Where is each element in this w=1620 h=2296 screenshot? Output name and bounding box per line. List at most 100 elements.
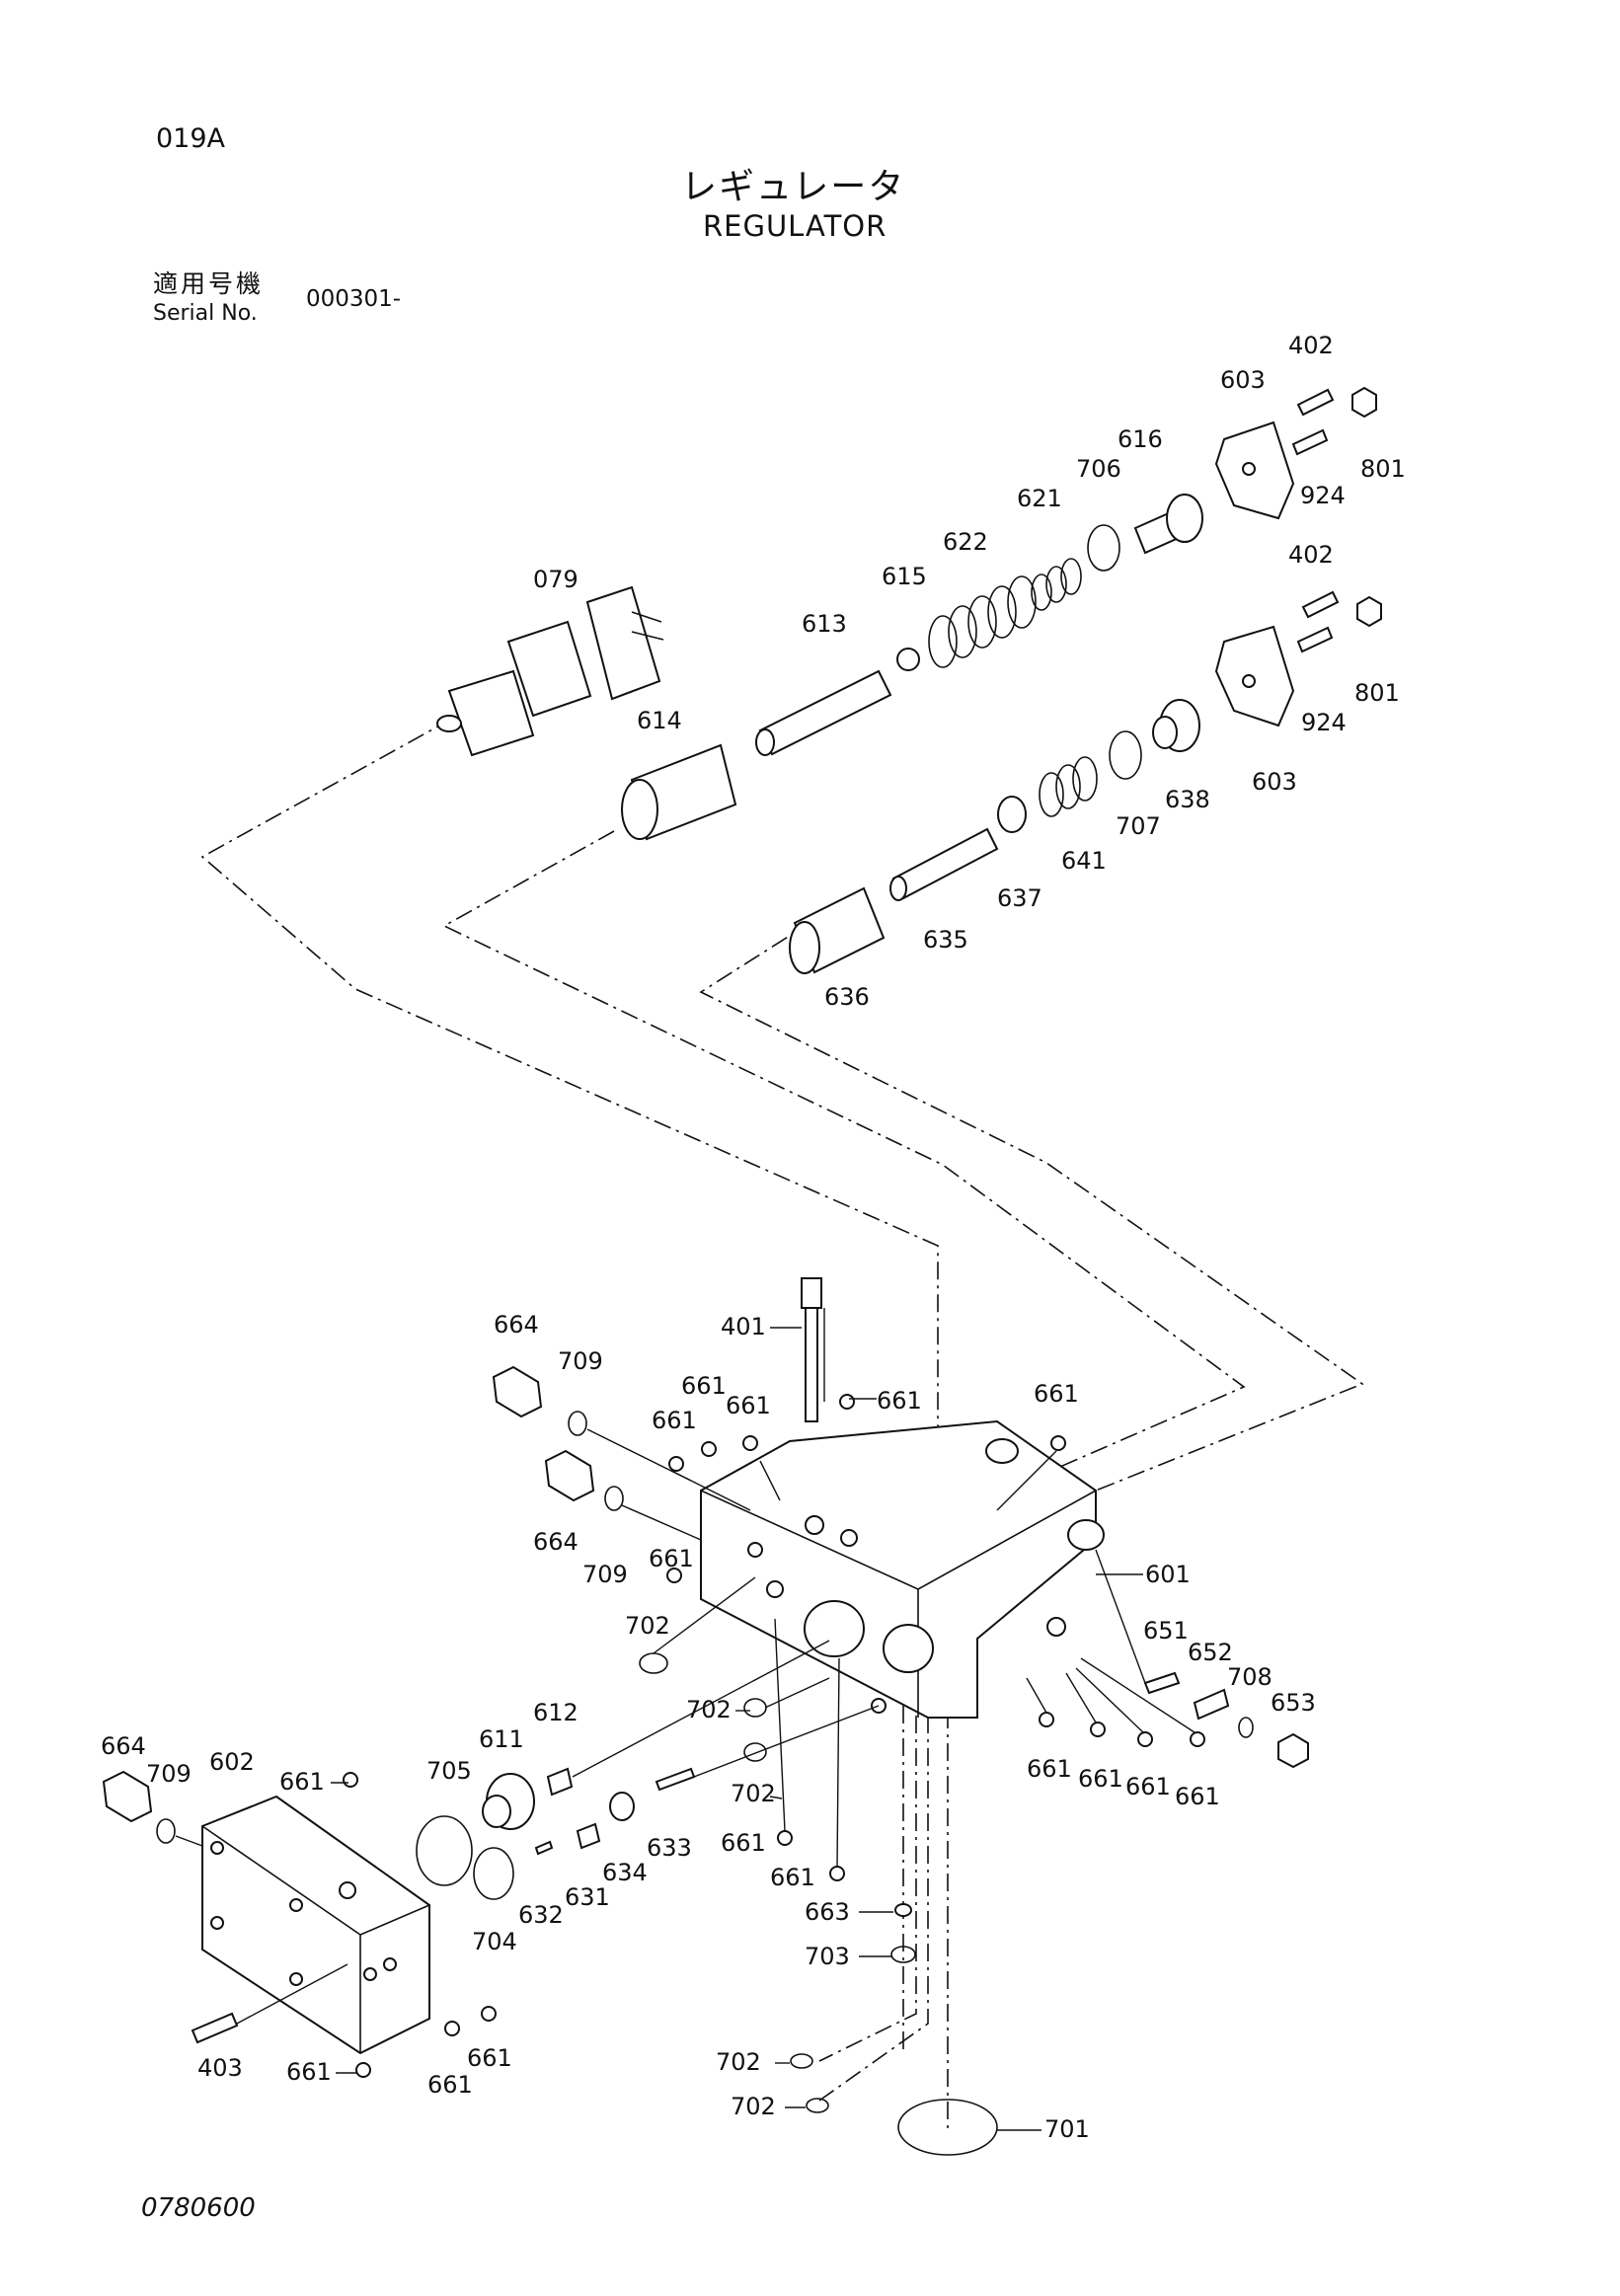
part-label: 663 <box>805 1898 850 1926</box>
drawing-number: 0780600 <box>141 2193 256 2223</box>
part-label: 079 <box>533 566 579 593</box>
part-label: 602 <box>209 1748 255 1776</box>
sleeve-614 <box>621 743 737 841</box>
part-label: 603 <box>1220 366 1266 394</box>
o-ring-702-b <box>743 1698 767 1718</box>
spring-622 <box>928 575 1037 668</box>
part-label: 703 <box>805 1943 850 1970</box>
part-label: 615 <box>882 563 927 590</box>
part-label: 613 <box>802 610 847 638</box>
part-label: 661 <box>721 1829 766 1857</box>
part-label: 664 <box>101 1732 146 1760</box>
o-ring-706 <box>1087 524 1120 572</box>
o-ring-704 <box>473 1847 514 1900</box>
part-label: 636 <box>824 983 870 1011</box>
part-label: 702 <box>625 1612 670 1640</box>
plug-664-c <box>102 1770 153 1823</box>
part-label: 709 <box>582 1561 628 1588</box>
part-label: 702 <box>731 2093 776 2120</box>
part-label: 637 <box>997 884 1042 912</box>
ring-615 <box>896 648 920 671</box>
part-label: 634 <box>602 1859 648 1886</box>
spring-652 <box>1193 1688 1230 1721</box>
spool-613 <box>755 669 892 756</box>
label-leader-ticks <box>331 1327 1143 2131</box>
part-label: 661 <box>427 2071 473 2099</box>
part-label: 664 <box>494 1311 539 1339</box>
part-label: 707 <box>1116 812 1161 840</box>
part-label: 622 <box>943 528 988 556</box>
part-label: 702 <box>686 1696 732 1723</box>
part-label: 702 <box>731 1780 776 1807</box>
set-screw-924-upper <box>1291 428 1329 456</box>
part-label: 661 <box>1078 1765 1123 1793</box>
part-label: 664 <box>533 1528 579 1556</box>
part-label: 612 <box>533 1699 579 1726</box>
part-label: 706 <box>1076 455 1121 483</box>
o-ring-707 <box>1109 730 1142 780</box>
pin-651 <box>1143 1671 1181 1695</box>
o-ring-702-c <box>743 1742 767 1762</box>
plug-611 <box>482 1773 535 1830</box>
plug-631 <box>576 1822 601 1850</box>
part-label: 635 <box>923 926 968 954</box>
adjust-screw-616 <box>1133 494 1203 555</box>
part-label: 661 <box>1175 1783 1220 1810</box>
plug-664-b <box>544 1449 595 1502</box>
o-ring-702-a <box>639 1652 668 1674</box>
part-label: 403 <box>197 2054 243 2082</box>
serial-label-japanese: 適用号機 <box>153 269 265 298</box>
part-label: 661 <box>681 1372 727 1400</box>
plug-634 <box>609 1792 635 1821</box>
part-label: 401 <box>721 1313 766 1340</box>
part-label: 704 <box>472 1928 517 1955</box>
part-label: 661 <box>649 1545 694 1572</box>
o-ring-709-c <box>156 1818 176 1844</box>
leader-lines <box>175 1308 1196 2025</box>
rod-633 <box>655 1767 696 1792</box>
part-label: 924 <box>1300 482 1346 509</box>
spring-621 <box>1031 558 1082 611</box>
part-label: 641 <box>1061 847 1107 875</box>
part-label: 402 <box>1288 332 1334 359</box>
part-label: 633 <box>647 1834 692 1862</box>
o-ring-709-b <box>604 1486 624 1511</box>
part-label: 638 <box>1165 786 1210 813</box>
part-label: 661 <box>1125 1773 1171 1800</box>
part-label: 924 <box>1301 709 1347 736</box>
nut-801-upper <box>1351 386 1377 419</box>
part-label: 801 <box>1360 455 1406 483</box>
set-screw-612 <box>546 1767 574 1797</box>
part-label: 653 <box>1271 1689 1316 1717</box>
part-label: 661 <box>279 1768 325 1796</box>
part-label: 601 <box>1145 1561 1191 1588</box>
o-ring-708 <box>1238 1717 1254 1738</box>
casing-601 <box>700 1419 1105 1719</box>
part-label: 661 <box>1027 1755 1072 1783</box>
seat-637 <box>997 796 1027 833</box>
part-label: 616 <box>1118 425 1163 453</box>
serial-label-english: Serial No. <box>153 301 258 326</box>
plug-653 <box>1277 1732 1309 1769</box>
bolt-401 <box>801 1277 822 1422</box>
part-label: 709 <box>558 1347 603 1375</box>
bolt-402-upper <box>1296 388 1335 417</box>
serial-number-value: 000301- <box>306 286 402 312</box>
part-label: 651 <box>1143 1617 1189 1645</box>
part-label: 611 <box>479 1725 524 1753</box>
part-label: 661 <box>726 1392 771 1419</box>
adjust-screw-638 <box>1152 699 1200 752</box>
small-plugs-661 <box>343 1394 1205 2078</box>
cover-603-upper <box>1214 421 1295 520</box>
sleeve-636 <box>789 886 886 974</box>
part-label: 801 <box>1354 679 1400 707</box>
o-ring-701 <box>897 2099 998 2156</box>
part-label: 603 <box>1252 768 1297 796</box>
plug-664-a <box>492 1365 543 1418</box>
title-english: REGULATOR <box>703 209 887 243</box>
part-number-labels: 402 603 616 706 801 924 621 622 615 079 … <box>101 332 1406 2143</box>
title-japanese: レギュレータ <box>681 167 906 207</box>
pin-632 <box>534 1840 554 1856</box>
spring-641 <box>1039 756 1098 817</box>
